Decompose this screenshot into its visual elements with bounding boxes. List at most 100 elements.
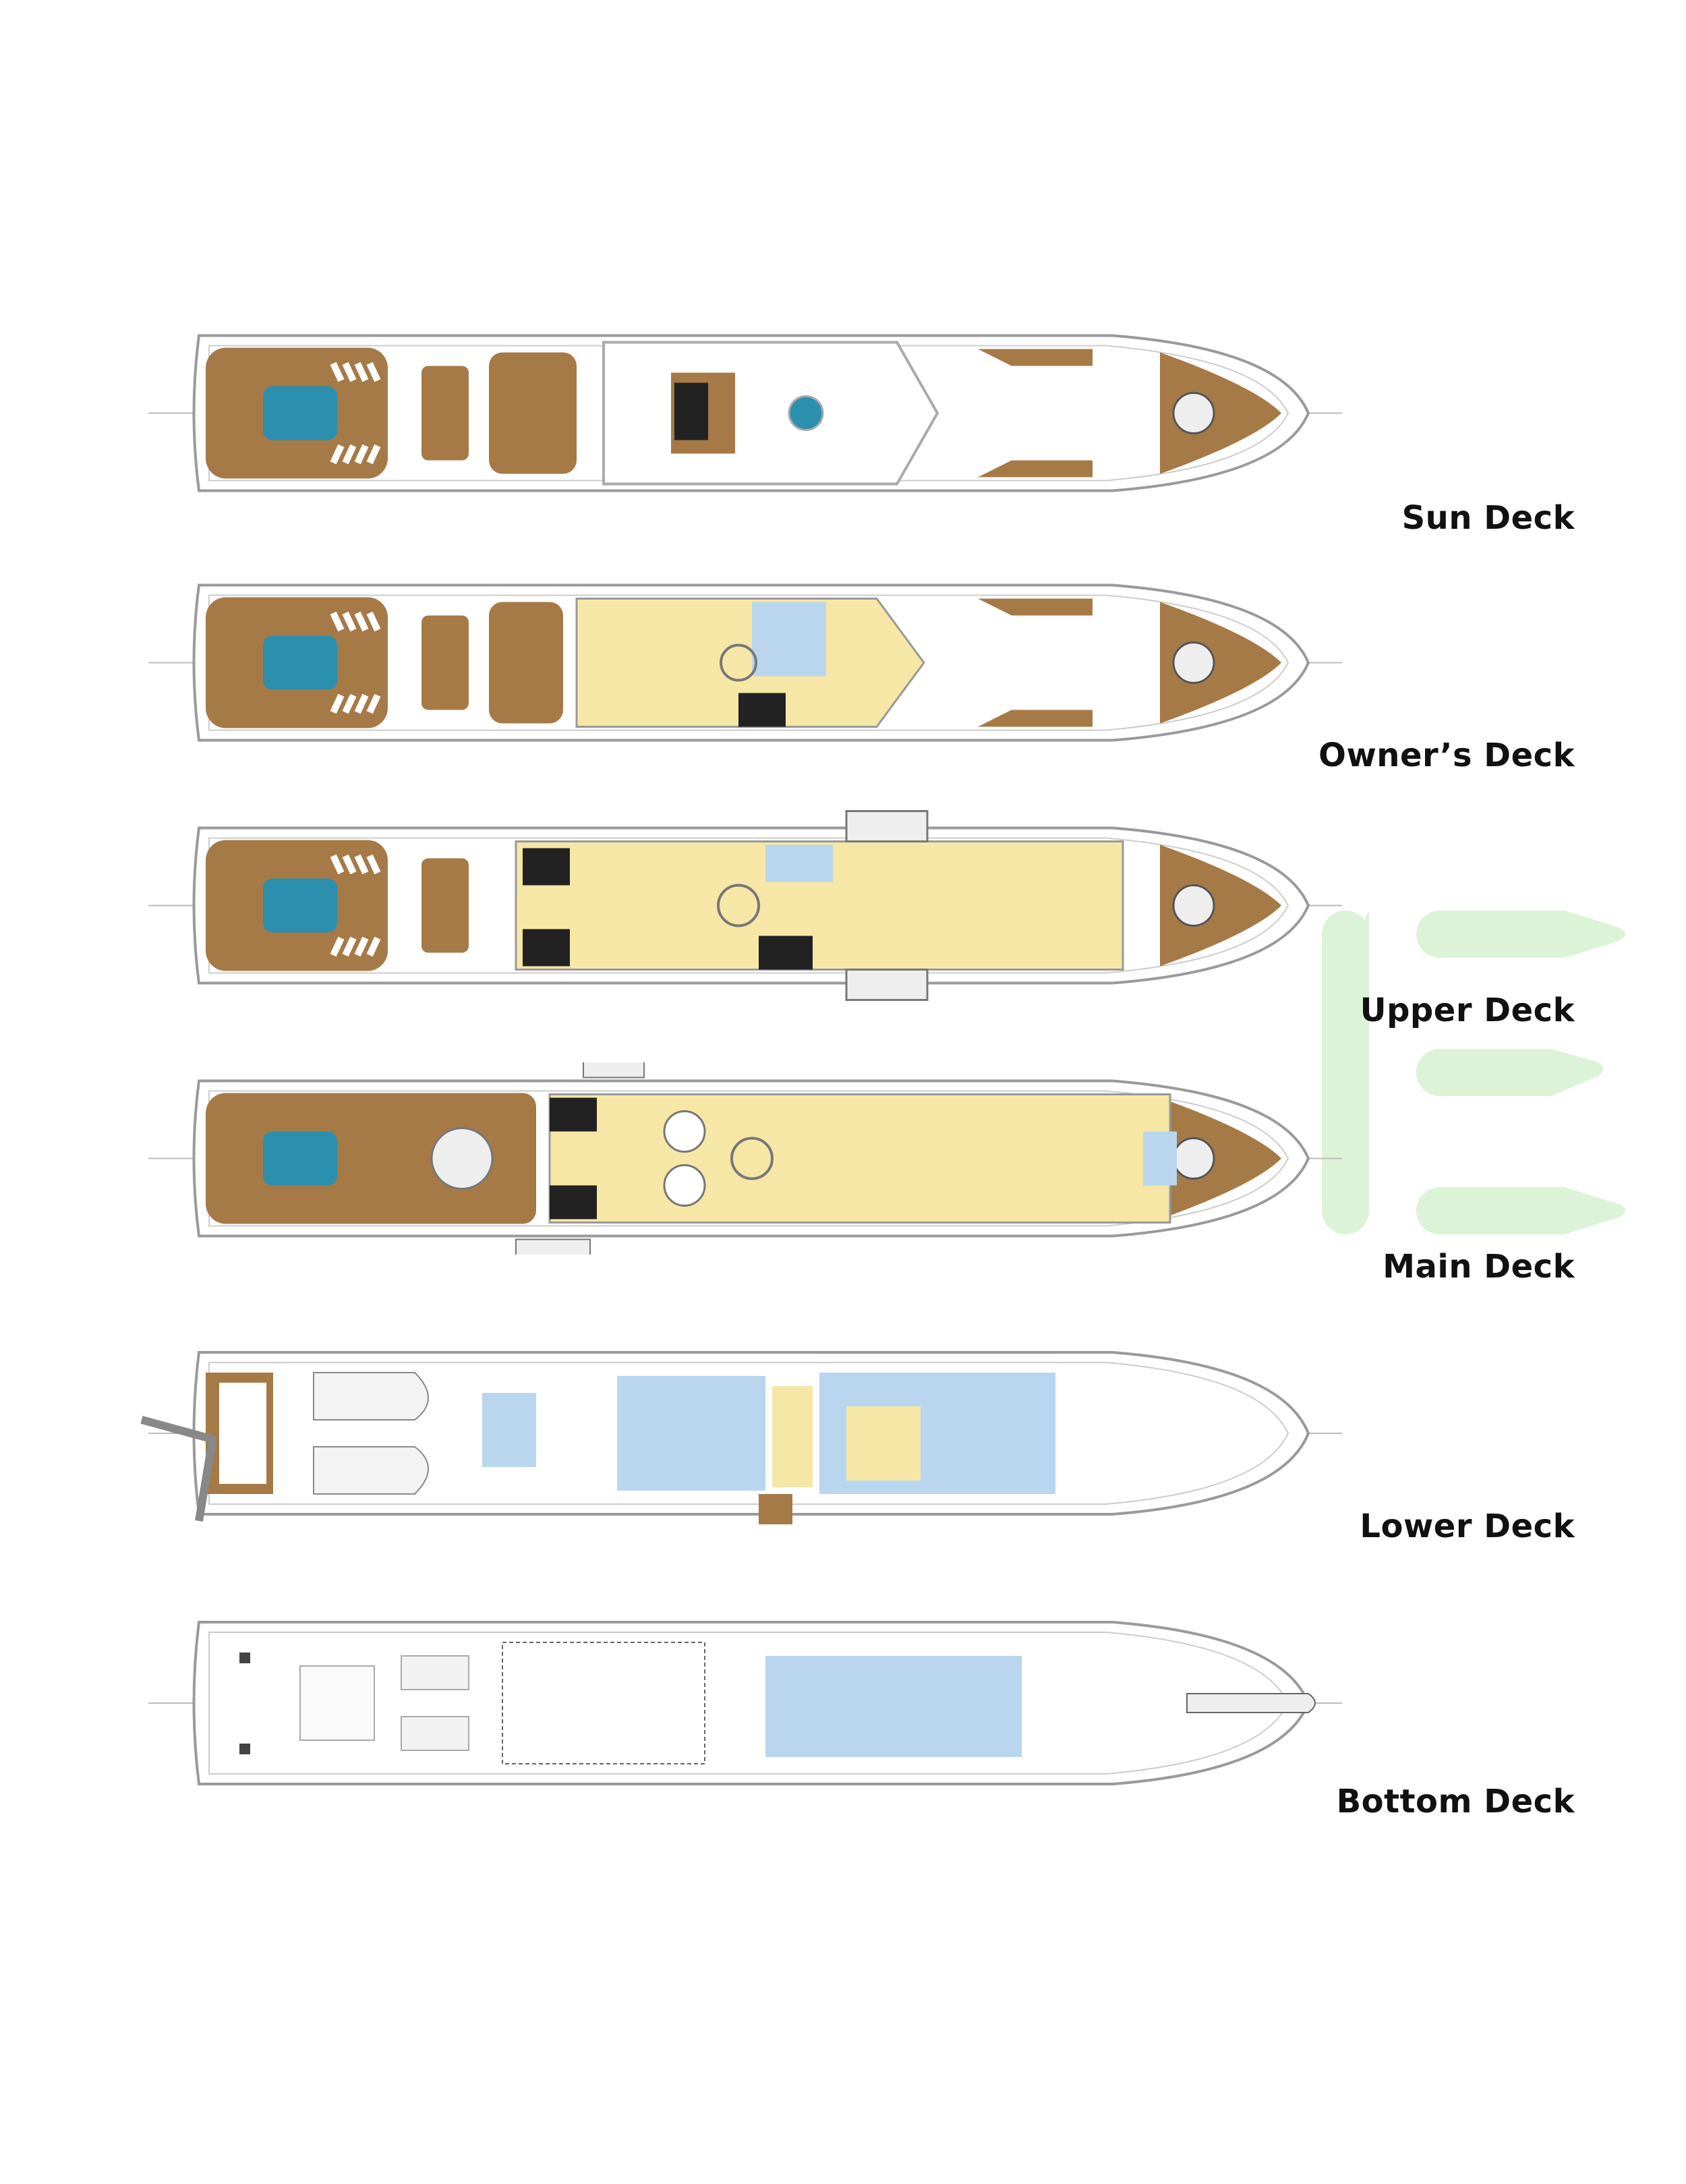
deck-plan-sun xyxy=(135,317,1349,509)
sun-lounger xyxy=(330,936,345,957)
sun-lounger xyxy=(366,362,381,382)
pool xyxy=(263,635,337,690)
sun-lounger xyxy=(342,362,357,382)
stairwell xyxy=(523,929,570,967)
lobby xyxy=(772,1386,813,1487)
hull-inner-line xyxy=(208,594,1289,731)
hull-outline xyxy=(192,1621,1310,1785)
spiral-stair xyxy=(730,1137,774,1180)
mid-teak-deck xyxy=(422,615,469,710)
jacuzzi xyxy=(788,395,824,431)
bulbous-bow xyxy=(1186,1693,1316,1713)
deck-plan-lower xyxy=(135,1322,1349,1545)
deck-plan-bottom xyxy=(135,1602,1349,1804)
thruster xyxy=(239,1653,250,1663)
mid-teak-deck xyxy=(422,366,469,461)
sun-lounger xyxy=(366,693,381,714)
sun-lounger xyxy=(354,362,369,382)
watermark-m-diagonal xyxy=(1322,911,1369,1079)
elevator xyxy=(759,936,813,970)
pool xyxy=(263,1131,337,1186)
thruster xyxy=(239,1744,250,1754)
dining-table xyxy=(663,1164,706,1207)
mid-teak-deck xyxy=(422,858,469,953)
sun-lounger xyxy=(366,854,381,875)
side-deck-teak xyxy=(978,460,1093,478)
side-deck-teak xyxy=(978,710,1093,727)
deck-plan-main xyxy=(135,1062,1349,1255)
watermark-e-bar-bottom xyxy=(1416,1187,1625,1234)
bow-teak-deck xyxy=(1160,1097,1281,1219)
deck-label-main: Main Deck xyxy=(1383,1248,1575,1286)
engine-room xyxy=(401,1655,469,1690)
sun-lounger xyxy=(342,611,357,632)
sun-lounger xyxy=(342,854,357,875)
helipad-mark xyxy=(430,1127,494,1190)
watermark-e-bar-middle xyxy=(1416,1049,1604,1096)
deck-label-lower: Lower Deck xyxy=(1360,1507,1575,1545)
deck-plan-upper xyxy=(135,809,1349,1002)
bow-teak-deck xyxy=(1160,352,1281,474)
stairwell xyxy=(674,382,708,440)
bow-teak-deck xyxy=(1160,844,1281,967)
helideck-roof xyxy=(602,341,939,486)
side-door-steps xyxy=(759,1494,792,1524)
side-deck-teak xyxy=(978,349,1093,366)
owner-suite xyxy=(575,598,925,728)
hull-inner-line xyxy=(208,1362,1289,1505)
aft-main-teak xyxy=(266,1093,536,1224)
bow-seating xyxy=(1172,392,1215,434)
crew-quarters xyxy=(765,1656,1022,1757)
deck-plan-owners xyxy=(135,567,1349,759)
forward-lounge-teak xyxy=(489,602,563,724)
passerelle xyxy=(195,1439,216,1522)
engine-room xyxy=(401,1716,469,1751)
sun-lounger xyxy=(342,936,357,957)
hull-inner-line xyxy=(208,837,1289,974)
bow-seating xyxy=(1172,1137,1215,1180)
sun-lounger xyxy=(330,854,345,875)
bow-teak-deck xyxy=(1160,602,1281,724)
sun-lounger xyxy=(354,444,369,465)
side-boarding-platform xyxy=(515,1238,591,1255)
pool xyxy=(263,386,337,440)
watermark-e-bar-top xyxy=(1416,911,1625,958)
stairwell xyxy=(550,1185,597,1219)
sun-lounger xyxy=(330,693,345,714)
crew-mess xyxy=(617,1376,765,1491)
deck-label-bottom: Bottom Deck xyxy=(1336,1783,1575,1820)
sun-lounger xyxy=(330,611,345,632)
stairwell xyxy=(738,693,786,727)
bow-seating xyxy=(1172,641,1215,684)
pool xyxy=(263,878,337,933)
bow-seating xyxy=(1172,884,1215,927)
owner-bathroom xyxy=(752,602,826,677)
beach-club-floor xyxy=(219,1383,266,1484)
sun-lounger xyxy=(366,611,381,632)
sun-lounger xyxy=(354,854,369,875)
dining-table xyxy=(663,1110,706,1153)
sun-lounger xyxy=(342,693,357,714)
side-boarding-platform xyxy=(583,1062,645,1079)
sun-lounger xyxy=(330,444,345,465)
deck-label-upper: Upper Deck xyxy=(1360,992,1575,1029)
watermark-logo xyxy=(1322,911,1625,1234)
sun-lounger xyxy=(354,611,369,632)
machinery-space xyxy=(502,1642,705,1764)
sun-lounger xyxy=(342,444,357,465)
sun-lounger xyxy=(354,693,369,714)
passerelle xyxy=(140,1416,217,1444)
deck-label-owners: Owner’s Deck xyxy=(1318,737,1575,774)
wing-station xyxy=(845,969,929,1001)
tank-area xyxy=(299,1665,375,1741)
tender-bay xyxy=(313,1372,429,1420)
wing-station xyxy=(845,810,929,842)
spiral-stair xyxy=(717,884,760,927)
deck-label-sun: Sun Deck xyxy=(1401,499,1575,537)
crew-area xyxy=(482,1393,536,1467)
stairwell xyxy=(550,1097,597,1132)
guest-cabin xyxy=(846,1406,921,1481)
main-salon xyxy=(548,1093,1171,1224)
pantry xyxy=(765,844,833,882)
hull-inner-line xyxy=(208,345,1289,482)
